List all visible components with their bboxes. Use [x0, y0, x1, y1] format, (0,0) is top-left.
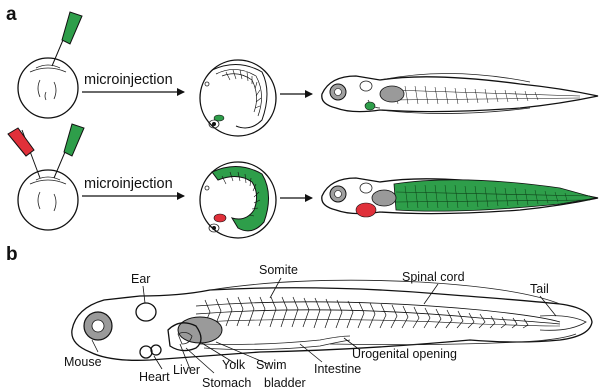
panel-b-letter: b [6, 244, 18, 265]
label-bladder: bladder [264, 376, 306, 388]
larva-row1 [322, 73, 598, 113]
microinjection-label-row2: microinjection [84, 176, 173, 192]
needle-green-row1 [52, 12, 82, 66]
label-swim: Swim [256, 358, 287, 372]
egg-row2 [18, 170, 78, 230]
label-somite: Somite [259, 263, 298, 277]
larva-anatomy [72, 280, 592, 360]
label-intestine: Intestine [314, 362, 361, 376]
needle-green-row2 [54, 124, 84, 178]
microinjection-label-row1: microinjection [84, 72, 173, 88]
label-heart: Heart [139, 370, 170, 384]
label-tail: Tail [530, 282, 549, 296]
embryo-row2 [200, 162, 276, 238]
embryo-row1 [200, 60, 276, 136]
larva-row2 [322, 178, 598, 217]
egg-row1 [18, 58, 78, 118]
needle-red-row2 [8, 128, 40, 178]
label-yolk: Yolk [222, 358, 246, 372]
label-spinal-cord: Spinal cord [402, 270, 465, 284]
label-liver: Liver [173, 363, 200, 377]
label-stomach: Stomach [202, 376, 251, 388]
label-mouse: Mouse [64, 355, 102, 369]
panel-a-letter: a [6, 4, 17, 25]
label-urogenital-opening: Urogenital opening [352, 347, 457, 361]
label-ear: Ear [131, 272, 150, 286]
